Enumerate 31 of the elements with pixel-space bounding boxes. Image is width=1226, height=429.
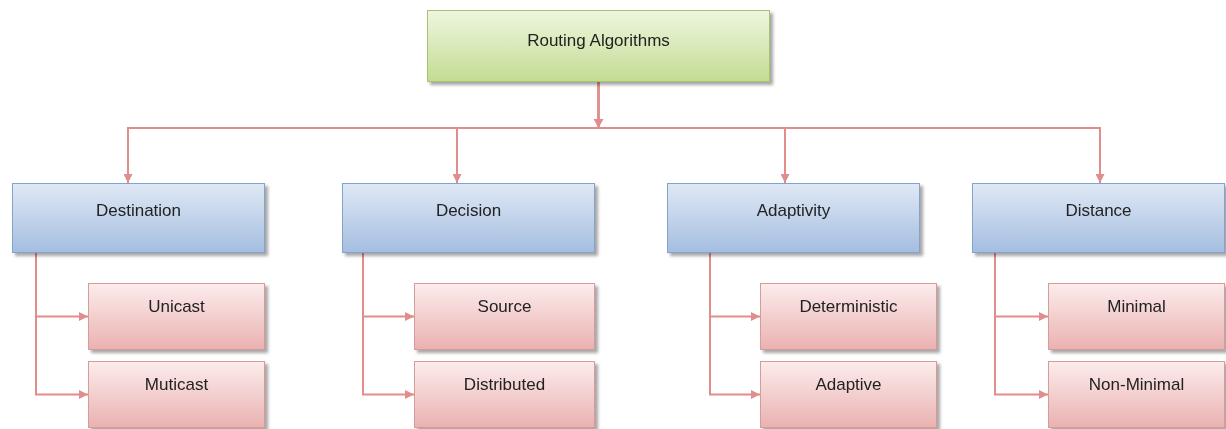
subcategory-box (760, 283, 937, 350)
subcategory-box (88, 361, 265, 428)
node-label: Unicast (148, 297, 205, 317)
node-label: Routing Algorithms (527, 31, 670, 51)
category-box (667, 183, 920, 253)
connector-arrow (362, 252, 415, 399)
node-label: Adaptive (815, 375, 882, 395)
subcategory-box (88, 283, 265, 350)
node-label: Muticast (144, 375, 209, 395)
connector-arrow (709, 252, 761, 399)
connector-arrow (35, 252, 89, 399)
root-box (427, 10, 770, 82)
node-label: Minimal (1107, 297, 1166, 317)
node-label: Distributed (463, 375, 546, 395)
node-label: Decision (435, 201, 502, 221)
node-label: Source (477, 297, 532, 317)
subcategory-box (414, 283, 595, 350)
category-box (342, 183, 595, 253)
subcategory-box (1048, 361, 1225, 428)
connector-arrow (597, 81, 1105, 184)
category-box (12, 183, 265, 253)
subcategory-box (414, 361, 595, 428)
node-label: Non-Minimal (1088, 375, 1185, 395)
node-label: Deterministic (799, 297, 898, 317)
subcategory-box (760, 361, 937, 428)
subcategory-box (1048, 283, 1225, 350)
node-label: Distance (1065, 201, 1132, 221)
connector-arrow (994, 252, 1049, 399)
node-label: Adaptivity (756, 201, 831, 221)
node-label: Destination (95, 201, 182, 221)
category-box (972, 183, 1225, 253)
